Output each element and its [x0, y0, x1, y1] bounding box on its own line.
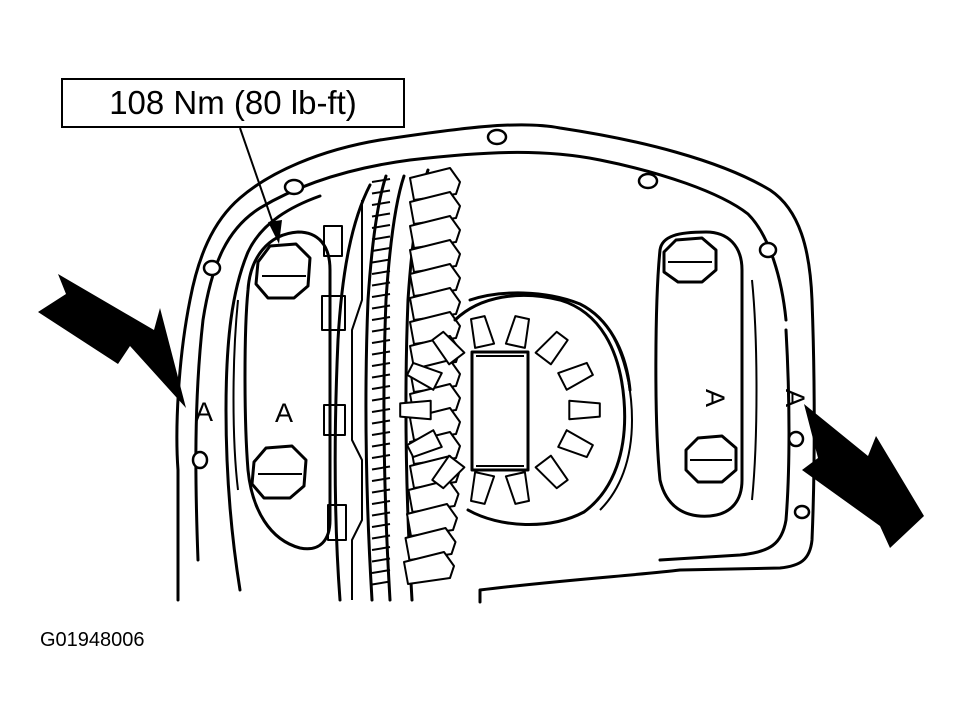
- ring-gear-spline: [371, 362, 391, 367]
- side-gear-tooth: [470, 315, 496, 349]
- marker-a-left-inner: A: [275, 398, 293, 428]
- ring-gear-spline: [371, 339, 391, 344]
- ring-gear-spline: [371, 477, 391, 482]
- ring-gear-spline: [371, 569, 391, 574]
- ring-gear: [364, 167, 461, 602]
- ring-gear-spline: [371, 396, 391, 402]
- marker-letters: A A A A: [195, 389, 810, 428]
- right-upper-cap-bolt: [662, 236, 718, 284]
- ring-gear-spline: [371, 419, 391, 425]
- ring-gear-spline: [371, 224, 391, 229]
- ring-gear-spline: [371, 373, 391, 379]
- side-gear: [399, 315, 601, 505]
- side-gear-tooth: [406, 429, 443, 459]
- ring-gear-spline: [371, 442, 391, 448]
- left-lower-cap-bolt: [250, 444, 308, 500]
- ring-gear-spline: [371, 293, 391, 298]
- ring-gear-spline: [371, 350, 391, 356]
- ring-gear-spline: [371, 281, 391, 287]
- ring-gear-spline: [371, 327, 391, 333]
- right-pointer-arrow: [802, 404, 924, 548]
- side-gear-tooth: [557, 361, 594, 391]
- ring-gear-spline: [371, 557, 391, 563]
- differential-case: [453, 291, 633, 526]
- side-gear-tooth: [399, 399, 432, 421]
- side-gear-tooth: [470, 471, 496, 505]
- ring-gear-spline: [371, 408, 391, 413]
- ring-gear-spline: [371, 488, 391, 494]
- side-gear-tooth: [504, 315, 530, 349]
- ring-gear-spline: [371, 385, 391, 390]
- ring-gear-spline: [371, 201, 391, 206]
- torque-callout-text: 108 Nm (80 lb-ft): [109, 84, 357, 121]
- ring-gear-spline: [371, 534, 391, 540]
- left-bearing-cap: [232, 230, 332, 551]
- marker-a-right-outer: A: [780, 389, 810, 407]
- ring-gear-spline: [371, 178, 391, 183]
- ring-gear-spline: [371, 546, 391, 551]
- callout-leader-line: [239, 127, 277, 233]
- ring-gear-spline: [371, 235, 391, 241]
- ring-gear-spline: [371, 431, 391, 436]
- ring-gear-spline: [371, 465, 391, 471]
- torque-callout: 108 Nm (80 lb-ft): [61, 78, 405, 244]
- ring-gear-spline: [371, 258, 391, 264]
- left-pointer-arrow: [38, 274, 186, 408]
- ring-gear-spline: [371, 247, 391, 252]
- flange-bolt-holes: [191, 128, 811, 520]
- ring-gear-tooth: [403, 551, 455, 585]
- side-gear-tooth: [557, 429, 594, 459]
- ring-gear-spline: [371, 212, 391, 218]
- marker-a-right-inner: A: [700, 389, 730, 407]
- side-gear-tooth: [534, 454, 569, 490]
- figure-id: G01948006: [40, 629, 145, 651]
- side-gear-tooth: [504, 471, 530, 505]
- ring-gear-spline: [371, 580, 391, 586]
- ring-gear-spline: [371, 304, 391, 310]
- side-gear-tooth: [568, 399, 601, 421]
- carrier-side-detail: [321, 183, 372, 602]
- ring-gear-spline: [371, 316, 391, 321]
- right-lower-cap-bolt: [684, 434, 738, 484]
- ring-gear-spline: [371, 189, 391, 195]
- ring-gear-spline: [371, 500, 391, 505]
- left-upper-cap-bolt: [254, 242, 312, 300]
- ring-gear-spline: [371, 523, 391, 528]
- ring-gear-spline: [371, 511, 391, 517]
- side-gear-tooth: [431, 330, 466, 366]
- marker-a-left-outer: A: [195, 397, 213, 427]
- ring-gear-spline: [371, 454, 391, 459]
- callout-leader-arrowhead: [268, 220, 282, 244]
- side-gear-tooth: [534, 330, 569, 366]
- side-gear-tooth: [406, 361, 443, 391]
- ring-gear-spline: [371, 270, 391, 275]
- side-gear-tooth: [431, 454, 466, 490]
- right-bearing-cap: [654, 230, 758, 518]
